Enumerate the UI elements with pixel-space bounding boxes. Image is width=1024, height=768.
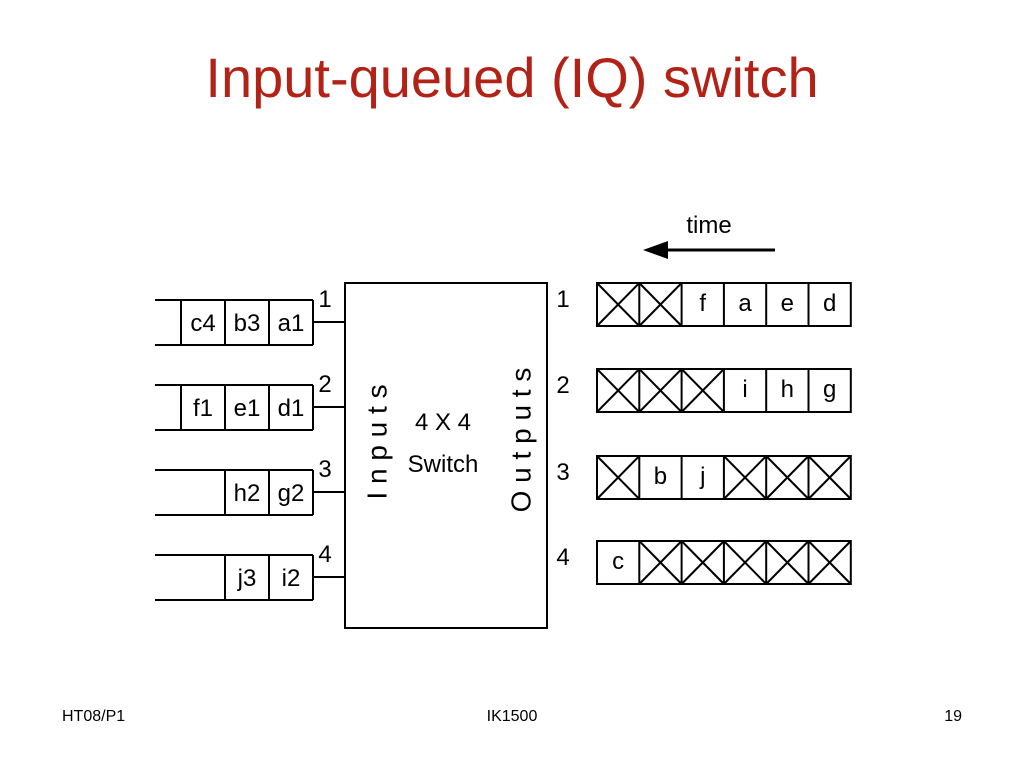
empty-slot-cross: [723, 455, 767, 500]
output-queue-4: c4: [556, 540, 852, 585]
output-cell: i: [742, 376, 747, 403]
empty-slot-cross: [723, 540, 767, 585]
input-cell: d1: [278, 395, 305, 422]
input-port-label: 3: [318, 456, 331, 483]
footer-center: IK1500: [486, 708, 538, 725]
input-queue-4: j3 i2 4: [155, 541, 345, 601]
output-cell: j: [699, 463, 705, 490]
input-cell: i2: [282, 565, 301, 592]
input-cell: h2: [234, 480, 261, 507]
output-port-label: 1: [556, 286, 569, 313]
slide-title: Input-queued (IQ) switch: [205, 46, 819, 109]
empty-slot-cross: [596, 282, 641, 327]
empty-slot-cross: [680, 540, 725, 585]
empty-slot-cross: [638, 282, 683, 327]
output-cell: d: [823, 290, 836, 317]
output-cell: c: [612, 548, 624, 575]
switch-size-label: 4 X 4: [415, 409, 471, 436]
output-cell: h: [781, 376, 794, 403]
input-cell: c4: [190, 310, 215, 337]
input-port-label: 2: [318, 371, 331, 398]
inputs-label: I n p u t s: [362, 384, 393, 499]
output-queue-3: b j 3: [556, 455, 852, 500]
output-cell: e: [781, 290, 794, 317]
input-cell: e1: [234, 395, 261, 422]
input-cell: b3: [234, 310, 261, 337]
input-port-label: 1: [318, 286, 331, 313]
outputs-label: O u t p u t s: [506, 368, 537, 513]
output-cell: b: [654, 463, 667, 490]
output-port-label: 3: [556, 459, 569, 486]
input-cell: a1: [278, 310, 305, 337]
input-cell: g2: [278, 480, 305, 507]
input-queue-1: c4 b3 a1 1: [155, 286, 345, 346]
footer-left: HT08/P1: [62, 708, 126, 725]
output-queue-1: f a e d 1: [556, 282, 852, 327]
time-label: time: [686, 212, 731, 239]
empty-slot-cross: [638, 540, 683, 585]
output-cell: a: [738, 290, 752, 317]
time-arrow: [643, 241, 775, 259]
output-cell: f: [699, 290, 706, 317]
switch-fabric-box: [344, 282, 548, 629]
output-port-label: 4: [556, 544, 569, 571]
switch-name-label: Switch: [408, 451, 479, 478]
empty-slot-cross: [807, 455, 852, 500]
output-port-label: 2: [556, 372, 569, 399]
footer-right: 19: [944, 708, 962, 725]
input-port-label: 4: [318, 541, 331, 568]
input-queues: c4 b3 a1 1 f1 e1 d1 2 h2 g2 3 j3 i2 4: [155, 286, 345, 601]
input-queue-3: h2 g2 3: [155, 456, 345, 516]
empty-slot-cross: [596, 455, 641, 500]
empty-slot-cross: [680, 368, 725, 413]
output-queue-2: i h g 2: [556, 368, 852, 413]
empty-slot-cross: [638, 368, 683, 413]
empty-slot-cross: [765, 455, 810, 500]
output-cell: g: [823, 376, 836, 403]
empty-slot-cross: [807, 540, 852, 585]
input-cell: j3: [237, 565, 257, 592]
empty-slot-cross: [596, 368, 641, 413]
empty-slot-cross: [765, 540, 810, 585]
input-queue-2: f1 e1 d1 2: [155, 371, 345, 431]
input-cell: f1: [193, 395, 213, 422]
